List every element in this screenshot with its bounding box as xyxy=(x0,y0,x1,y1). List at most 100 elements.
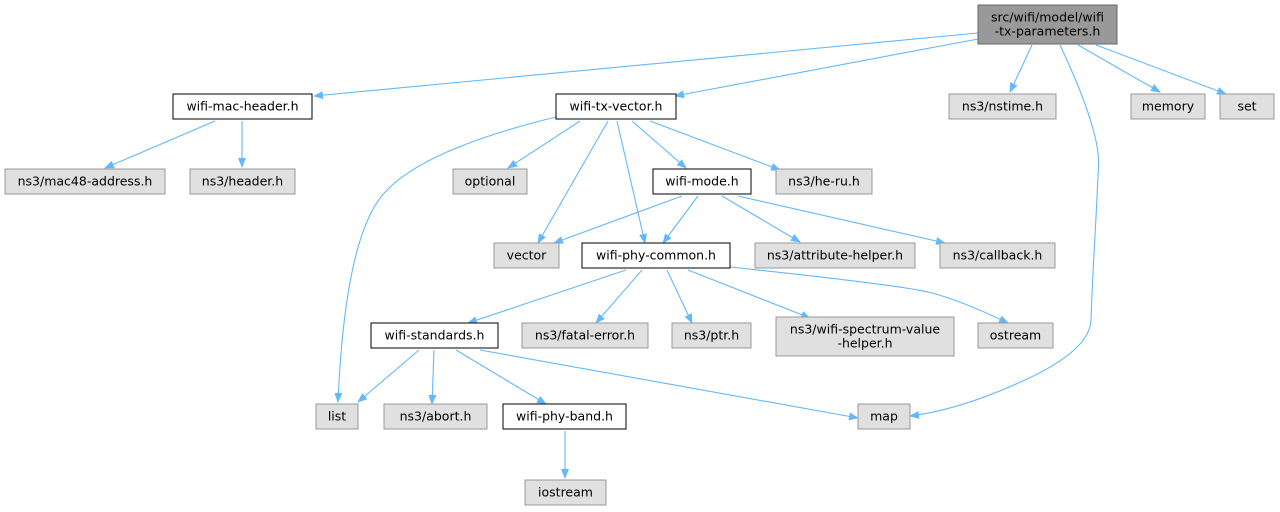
node-label: list xyxy=(328,409,346,424)
edge-line xyxy=(616,120,647,244)
edge-wifi-phy-common-to-spectrum xyxy=(687,269,811,319)
node-label: ns3/nstime.h xyxy=(962,99,1043,114)
node-label: ns3/ptr.h xyxy=(684,328,739,343)
edge-root-to-wifi-tx-vector xyxy=(674,38,979,99)
edge-line xyxy=(479,349,859,421)
edge-line xyxy=(721,195,801,243)
node-box xyxy=(493,242,560,269)
node-label: iostream xyxy=(538,485,593,500)
edge-wifi-standards-to-map xyxy=(479,349,859,421)
edge-wifi-standards-to-wifi-phy-band xyxy=(455,349,547,405)
node-label: ostream xyxy=(990,328,1041,343)
node-wifi-phy-common[interactable]: wifi-phy-common.h xyxy=(581,242,731,269)
edge-wifi-mode-to-wifi-phy-common xyxy=(662,195,699,244)
edges-layer xyxy=(104,32,1227,479)
edge-line xyxy=(334,116,557,403)
node-box xyxy=(775,316,955,357)
node-he-ru: ns3/he-ru.h xyxy=(775,168,873,195)
node-box xyxy=(977,4,1118,45)
edge-wifi-tx-vector-to-wifi-mode xyxy=(631,120,687,169)
node-label: -helper.h xyxy=(837,336,892,351)
edge-wifi-mac-header-to-mac48 xyxy=(104,120,216,169)
node-label: optional xyxy=(465,174,516,189)
node-box xyxy=(524,479,607,506)
node-box xyxy=(857,403,911,430)
edge-wifi-mode-to-vector xyxy=(553,195,683,244)
edge-line xyxy=(737,195,946,245)
edge-line xyxy=(1077,44,1161,93)
node-box xyxy=(502,403,627,430)
edge-wifi-standards-to-abort xyxy=(428,349,437,405)
node-label: wifi-mode.h xyxy=(665,174,738,189)
node-abort: ns3/abort.h xyxy=(383,403,488,430)
edge-wifi-tx-vector-to-list xyxy=(334,116,557,403)
node-ptr: ns3/ptr.h xyxy=(671,322,752,349)
node-wifi-standards[interactable]: wifi-standards.h xyxy=(370,322,499,349)
edge-line xyxy=(507,120,581,169)
node-box xyxy=(555,93,677,120)
edge-line xyxy=(553,195,683,244)
edge-line xyxy=(104,120,216,169)
edge-line xyxy=(595,269,643,324)
node-label: set xyxy=(1237,99,1256,114)
node-box xyxy=(1219,93,1275,120)
node-label: memory xyxy=(1142,99,1195,114)
node-label: -tx-parameters.h xyxy=(995,24,1101,39)
edge-wifi-tx-vector-to-wifi-phy-common xyxy=(616,120,647,244)
node-box xyxy=(1130,93,1206,120)
edge-root-to-map xyxy=(909,44,1100,419)
edge-line xyxy=(909,44,1100,419)
node-wifi-tx-vector[interactable]: wifi-tx-vector.h xyxy=(555,93,677,120)
edge-line xyxy=(649,120,781,171)
node-nstime: ns3/nstime.h xyxy=(948,93,1057,120)
node-vector: vector xyxy=(493,242,560,269)
node-label: wifi-tx-vector.h xyxy=(570,99,663,114)
node-box xyxy=(652,168,752,195)
edge-line xyxy=(729,266,1009,324)
node-spectrum: ns3/wifi-spectrum-value-helper.h xyxy=(775,316,955,357)
node-box xyxy=(172,93,313,120)
node-box xyxy=(775,168,873,195)
node-header: ns3/header.h xyxy=(189,168,296,195)
node-wifi-mode[interactable]: wifi-mode.h xyxy=(652,168,752,195)
edge-line xyxy=(537,120,609,244)
node-label: wifi-mac-header.h xyxy=(186,99,298,114)
node-label: wifi-standards.h xyxy=(385,328,485,343)
edge-line xyxy=(666,269,693,324)
edge-wifi-tx-vector-to-he-ru xyxy=(649,120,781,171)
node-label: wifi-phy-band.h xyxy=(516,409,613,424)
edge-wifi-mode-to-callback xyxy=(737,195,946,245)
node-label: wifi-phy-common.h xyxy=(596,248,716,263)
edge-wifi-phy-common-to-fatal-error xyxy=(595,269,643,324)
node-box xyxy=(977,322,1054,349)
edge-line xyxy=(687,269,811,319)
node-memory: memory xyxy=(1130,93,1206,120)
edge-root-to-nstime xyxy=(1009,44,1033,93)
edge-line xyxy=(1009,44,1033,93)
node-optional: optional xyxy=(452,168,528,195)
node-box xyxy=(939,242,1056,269)
node-box xyxy=(383,403,488,430)
node-mac48: ns3/mac48-address.h xyxy=(4,168,166,195)
node-box xyxy=(948,93,1057,120)
node-list: list xyxy=(315,403,359,430)
edge-wifi-mode-to-attribute-helper xyxy=(721,195,801,243)
node-label: ns3/he-ru.h xyxy=(788,174,860,189)
edge-root-to-memory xyxy=(1077,44,1161,93)
node-wifi-phy-band[interactable]: wifi-phy-band.h xyxy=(502,403,627,430)
node-ostream: ostream xyxy=(977,322,1054,349)
node-box xyxy=(581,242,731,269)
node-label: map xyxy=(870,409,898,424)
edge-root-to-set xyxy=(1095,44,1227,95)
node-label: src/wifi/model/wifi xyxy=(991,10,1104,25)
edge-line xyxy=(662,195,699,244)
node-label: ns3/header.h xyxy=(202,174,283,189)
edge-wifi-tx-vector-to-optional xyxy=(507,120,581,169)
node-wifi-mac-header[interactable]: wifi-mac-header.h xyxy=(172,93,313,120)
node-label: ns3/attribute-helper.h xyxy=(767,248,903,263)
node-box xyxy=(452,168,528,195)
node-root[interactable]: src/wifi/model/wifi-tx-parameters.h xyxy=(977,4,1118,45)
edge-line xyxy=(357,349,420,403)
node-box xyxy=(671,322,752,349)
